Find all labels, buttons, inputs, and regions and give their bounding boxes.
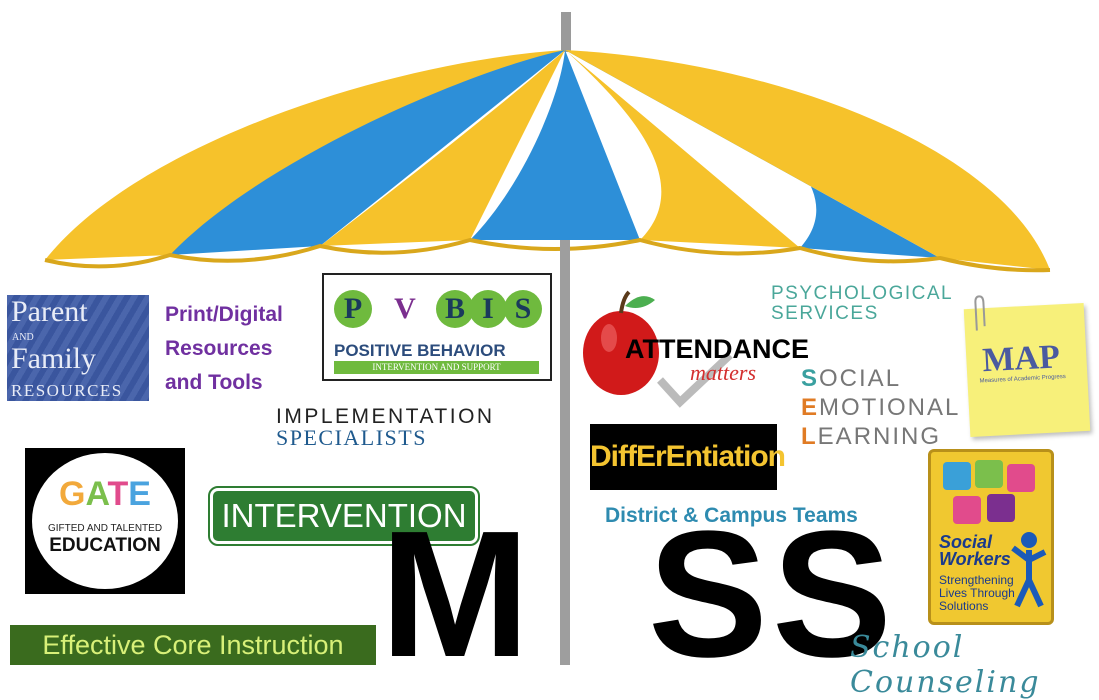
mtss-title: MTSS bbox=[380, 494, 897, 695]
apple-icon bbox=[583, 290, 659, 395]
paperclip-icon bbox=[974, 295, 986, 331]
pbis-positive-behavior: POSITIVE BEHAVIOR bbox=[334, 341, 506, 360]
gate-letter-a: A bbox=[85, 475, 108, 513]
implementation-text: IMPLEMENTATION bbox=[276, 405, 495, 428]
umbrella-graphic bbox=[44, 12, 1051, 665]
puzzle-pieces-icon bbox=[943, 460, 1035, 524]
services-text: SERVICES bbox=[771, 303, 879, 324]
sel-emotional: EMOTIONAL bbox=[801, 393, 960, 422]
gate-letters: GATE bbox=[32, 475, 178, 514]
sw-workers: Workers bbox=[939, 549, 1011, 569]
school-counseling-label: School Counseling bbox=[850, 630, 1041, 700]
sel-e-key: E bbox=[801, 394, 820, 421]
canopy-panel-2 bbox=[170, 50, 565, 255]
pbis-intervention-support: INTERVENTION AND SUPPORT bbox=[334, 361, 539, 374]
sel-s-rest: OCIAL bbox=[819, 365, 902, 392]
map-sticky-note: MAP Measures of Academic Progress bbox=[963, 295, 1091, 438]
pbis-letter-s: S bbox=[504, 290, 542, 328]
pbis-letter-v: V bbox=[386, 290, 424, 328]
sel-learning: LEARNING bbox=[801, 422, 960, 451]
pbis-letter-i: I bbox=[469, 290, 507, 328]
sw-social: Social bbox=[939, 532, 993, 552]
specialists-text: SPECIALISTS bbox=[276, 425, 427, 450]
sel-s-key: S bbox=[801, 365, 820, 392]
canopy-panel-4 bbox=[470, 50, 640, 240]
pbis-logo: P V B I S POSITIVE BEHAVIOR INTERVENTION… bbox=[322, 273, 552, 381]
sw-line5: Solutions bbox=[939, 599, 989, 613]
attendance-text: ATTENDANCE bbox=[625, 334, 809, 364]
effective-core-instruction-label: Effective Core Instruction bbox=[10, 625, 376, 665]
pf-parent-text: Parent bbox=[11, 295, 88, 328]
canopy-panel-3 bbox=[320, 50, 565, 246]
canopy-panel-7 bbox=[565, 50, 1050, 270]
gate-disc: GATE GIFTED AND TALENTED EDUCATION bbox=[32, 453, 178, 589]
social-workers-title: Social Workers bbox=[939, 532, 1011, 569]
print-digital-line1: Print/Digital bbox=[165, 303, 283, 326]
gate-letter-t: T bbox=[107, 475, 129, 513]
sw-line4: Lives Through bbox=[939, 586, 1015, 600]
social-workers-tagline: Strengthening Lives Through Solutions bbox=[939, 574, 1015, 613]
sel-e-rest: MOTIONAL bbox=[819, 394, 961, 421]
umbrella-tip bbox=[561, 12, 571, 52]
pf-and-text: AND bbox=[12, 332, 34, 343]
district-campus-teams-label: District & Campus Teams bbox=[605, 504, 858, 527]
print-digital-line3: and Tools bbox=[165, 371, 263, 394]
psychological-services-label: PSYCHOLOGICAL SERVICES bbox=[771, 284, 953, 324]
sel-l-rest: EARNING bbox=[817, 423, 942, 450]
person-figure-icon bbox=[1011, 532, 1047, 608]
print-digital-resources-label: Print/Digital Resources and Tools bbox=[165, 298, 283, 400]
pbis-letter-b: B bbox=[436, 290, 474, 328]
sel-l-key: L bbox=[801, 423, 818, 450]
parent-family-resources-logo: Parent AND Family RESOURCES bbox=[7, 295, 149, 401]
implementation-specialists-label: IMPLEMENTATION SPECIALISTS bbox=[276, 405, 495, 451]
pf-resources-text: RESOURCES bbox=[11, 381, 123, 400]
canopy-hem bbox=[44, 237, 1051, 273]
intervention-sign: INTERVENTION bbox=[208, 486, 480, 546]
differentiation-logo: DiffErEntiation bbox=[590, 424, 786, 490]
gate-letter-e: E bbox=[128, 475, 151, 513]
gate-letter-g: G bbox=[59, 475, 86, 513]
social-workers-logo: Social Workers Strengthening Lives Throu… bbox=[928, 449, 1054, 625]
sel-label: SOCIAL EMOTIONAL LEARNING bbox=[801, 364, 960, 451]
psychological-text: PSYCHOLOGICAL bbox=[771, 283, 954, 304]
canopy-panel-5 bbox=[565, 50, 800, 248]
pbis-letter-p: P bbox=[334, 290, 372, 328]
gate-logo: GATE GIFTED AND TALENTED EDUCATION bbox=[25, 448, 185, 594]
matters-text: matters bbox=[690, 360, 756, 385]
checkmark-icon bbox=[657, 352, 733, 408]
sel-social: SOCIAL bbox=[801, 364, 960, 393]
pf-family-text: Family bbox=[11, 342, 97, 375]
gate-gifted-text: GIFTED AND TALENTED bbox=[47, 523, 163, 534]
gate-education-text: EDUCATION bbox=[49, 535, 161, 556]
umbrella-pole bbox=[560, 240, 570, 665]
sw-line3: Strengthening bbox=[939, 573, 1014, 587]
print-digital-line2: Resources bbox=[165, 337, 273, 360]
